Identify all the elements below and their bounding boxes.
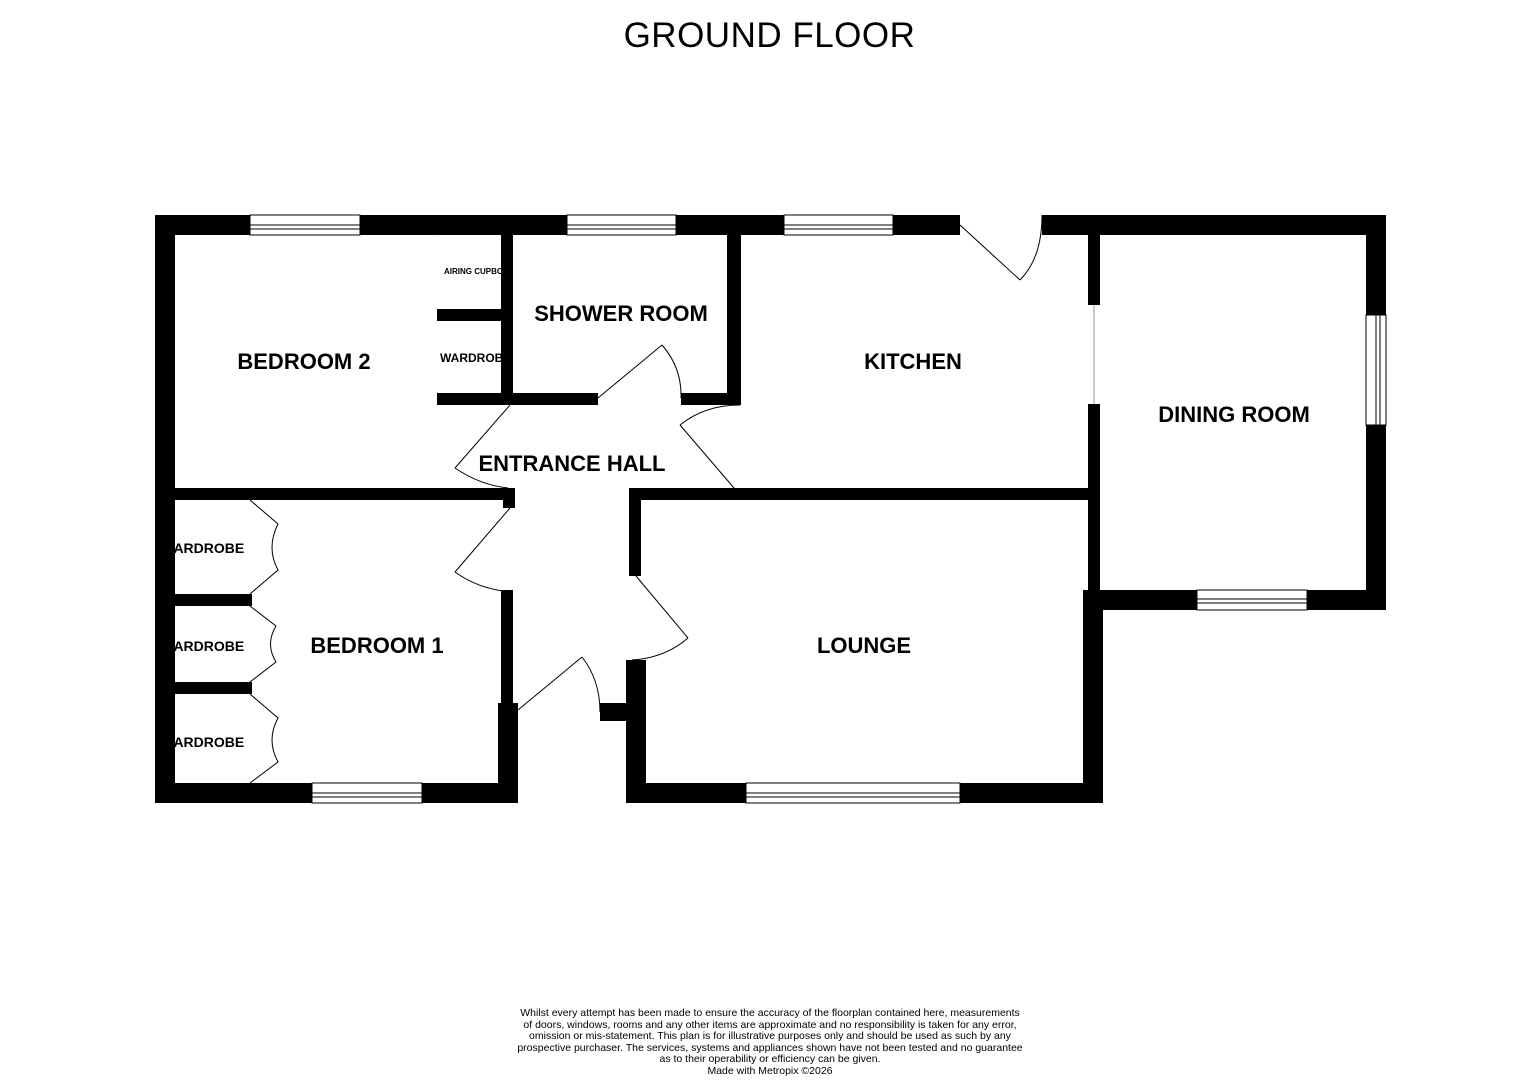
wall-shower-bottom-left (501, 393, 598, 405)
doors (454, 214, 1095, 713)
wardrobe-bed2-doors (437, 392, 438, 393)
wall-dining-bottom-2 (1307, 590, 1386, 610)
window-shower-room (566, 214, 677, 236)
wall-dining-bottom-1 (1083, 590, 1197, 610)
wall-bottom-bed1-left (155, 783, 312, 803)
wall-bed1-right-top (501, 590, 513, 710)
plan-title: GROUND FLOOR (623, 16, 916, 55)
wall-entrance-stub (600, 703, 645, 721)
wall-bottom-lounge-left (626, 783, 746, 803)
wall-lounge-left-top (629, 488, 641, 576)
wall-top-left (155, 215, 250, 235)
wall-cupboard-shelf (437, 309, 507, 321)
disclaimer: Whilst every attempt has been made to en… (470, 1007, 1070, 1078)
wall-wardrobe-shelf-2 (155, 682, 252, 694)
wall-bed2-bottom-right (437, 393, 513, 405)
wardrobe-1-doors (249, 499, 279, 595)
wardrobe-2-doors (249, 605, 277, 683)
label-wardrobe-1: WARDROBE (161, 540, 244, 556)
wall-lounge-left-bottom (626, 660, 646, 803)
door-kitchen-internal (679, 404, 741, 489)
door-bedroom1 (454, 507, 514, 593)
wall-left (155, 215, 175, 803)
disclaimer-line: Whilst every attempt has been made to en… (520, 1007, 1020, 1019)
wall-bottom-lounge-right (960, 783, 1103, 803)
label-wardrobe-bed2: WARDROBE (440, 351, 511, 365)
door-shower-room (597, 344, 682, 399)
storage-labels: AIRING CUPBOARD WARDROBE WARDROBE WARDRO… (161, 267, 521, 750)
disclaimer-line: of doors, windows, rooms and any other i… (523, 1018, 1017, 1031)
label-kitchen: KITCHEN (864, 349, 962, 374)
wall-bed2-bed1 (155, 488, 515, 500)
window-dining-side (1365, 314, 1387, 426)
wall-bottom-bed1-right (422, 783, 518, 803)
label-shower-room: SHOWER ROOM (534, 301, 708, 326)
wall-shower-bottom-right (681, 393, 741, 405)
wall-top-1 (360, 215, 567, 235)
wall-bed1-right-bottom (498, 703, 518, 803)
wardrobe-doors (249, 236, 438, 784)
window-bedroom1 (311, 782, 423, 804)
wall-dining-right-bottom (1366, 425, 1386, 610)
window-dining-bottom (1196, 589, 1308, 611)
wall-wardrobe-shelf-1 (155, 594, 252, 606)
label-dining-room: DINING ROOM (1158, 402, 1310, 427)
label-bedroom2: BEDROOM 2 (237, 349, 370, 374)
windows (249, 214, 1387, 804)
disclaimer-credit: Made with Metropix ©2026 (707, 1064, 833, 1077)
wall-lounge-right (1083, 590, 1103, 803)
wall-dining-right-top (1366, 215, 1386, 315)
label-wardrobe-2: WARDROBE (161, 638, 244, 654)
label-airing-cupboard: AIRING CUPBOARD (444, 267, 521, 276)
label-lounge: LOUNGE (817, 633, 911, 658)
door-lounge (631, 575, 689, 661)
wall-kitchen-dining-top (1088, 215, 1100, 305)
disclaimer-line: prospective purchaser. The services, sys… (517, 1041, 1023, 1054)
disclaimer-line: omission or mis-statement. This plan is … (529, 1030, 1011, 1043)
room-labels: BEDROOM 2 SHOWER ROOM KITCHEN DINING ROO… (237, 301, 1309, 658)
wall-top-3 (893, 215, 960, 235)
wardrobe-3-doors (249, 693, 279, 784)
wall-top-4 (1042, 215, 1386, 235)
door-front (517, 656, 601, 713)
door-kitchen-external (959, 214, 1043, 281)
label-wardrobe-3: WARDROBE (161, 734, 244, 750)
window-kitchen (783, 214, 894, 236)
wall-lounge-kitchen (629, 488, 1100, 500)
disclaimer-line: as to their operability or efficiency ca… (659, 1053, 881, 1066)
label-bedroom1: BEDROOM 1 (310, 633, 443, 658)
walls (155, 215, 1386, 803)
airing-cupboard-doors (437, 236, 438, 237)
label-entrance-hall: ENTRANCE HALL (479, 451, 666, 476)
wall-shower-kitchen (727, 215, 741, 405)
window-bedroom2 (249, 214, 361, 236)
door-bedroom2 (454, 404, 511, 489)
wall-bed2-bed1-stub (503, 488, 515, 508)
window-lounge (745, 782, 961, 804)
